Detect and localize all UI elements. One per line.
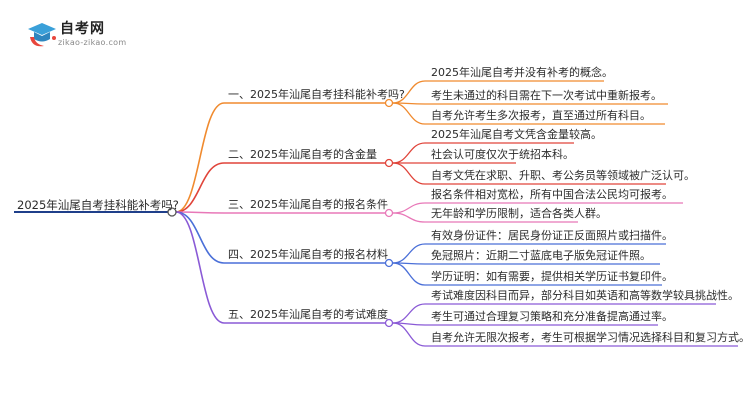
- branch-node-4: [384, 258, 394, 268]
- leaf-label-4-2: 免冠照片：近期二寸蓝底电子版免冠证件照。: [431, 249, 651, 262]
- leaf-connector-3-2: [392, 212, 426, 223]
- leaf-connector-4-3: [392, 262, 426, 286]
- leaf-label-5-1: 考试难度因科目而异，部分科目如英语和高等数学较具挑战性。: [431, 289, 739, 302]
- leaf-label-2-3: 自考文凭在求职、升职、考公务员等领域被广泛认可。: [431, 169, 695, 182]
- root-connector-3: [175, 211, 225, 214]
- branch-label-2: 二、2025年汕尾自考的含金量: [228, 148, 377, 161]
- leaf-connector-2-1: [392, 142, 426, 164]
- leaf-label-3-2: 无年龄和学历限制，适合各类人群。: [431, 207, 607, 220]
- branch-label-4: 四、2025年汕尾自考的报名材料: [228, 248, 388, 261]
- leaf-label-4-1: 有效身份证件：居民身份证正反面照片或扫描件。: [431, 229, 673, 242]
- leaf-label-1-3: 自考允许考生多次报考，直至通过所有科目。: [431, 109, 651, 122]
- root-connector-5: [175, 211, 225, 324]
- branch-label-3: 三、2025年汕尾自考的报名条件: [228, 198, 388, 211]
- leaf-label-5-2: 考生可通过合理复习策略和充分准备提高通过率。: [431, 310, 673, 323]
- leaf-connector-2-3: [392, 162, 426, 185]
- root-node: [167, 207, 177, 217]
- branch-node-3: [384, 208, 394, 218]
- leaf-connector-5-3: [392, 322, 426, 347]
- leaf-label-3-1: 报名条件相对宽松，所有中国合法公民均可报考。: [431, 188, 673, 201]
- branch-label-5: 五、2025年汕尾自考的考试难度: [228, 308, 388, 321]
- leaf-label-1-2: 考生未通过的科目需在下一次考试中重新报考。: [431, 89, 662, 102]
- brand-name: 自考网: [60, 21, 105, 37]
- root-label: 2025年汕尾自考挂科能补考吗?: [17, 198, 179, 212]
- leaf-connector-4-1: [392, 243, 426, 264]
- branch-node-5: [384, 318, 394, 328]
- leaf-connector-1-1: [392, 80, 426, 104]
- leaf-connector-3-1: [392, 202, 426, 214]
- root-connector-4: [175, 211, 225, 264]
- branch-node-1: [384, 98, 394, 108]
- leaf-label-5-3: 自考允许无限次报考，考生可根据学习情况选择科目和复习方式。: [431, 331, 750, 344]
- leaf-connector-1-3: [392, 102, 426, 125]
- graduation-cap-icon: [28, 23, 56, 47]
- branch-label-1: 一、2025年汕尾自考挂科能补考吗?: [228, 88, 405, 101]
- root-connector-1: [175, 102, 225, 213]
- leaf-connector-5-1: [392, 303, 426, 324]
- brand-url: zikao-zikao.com: [58, 38, 127, 47]
- leaf-label-1-1: 2025年汕尾自考并没有补考的概念。: [431, 66, 613, 79]
- leaf-label-4-3: 学历证明：如有需要，提供相关学历证书复印件。: [431, 270, 673, 283]
- leaf-label-2-1: 2025年汕尾自考文凭含金量较高。: [431, 128, 602, 141]
- leaf-label-2-2: 社会认可度仅次于统招本科。: [431, 148, 574, 161]
- root-connector-2: [175, 162, 225, 213]
- branch-node-2: [384, 158, 394, 168]
